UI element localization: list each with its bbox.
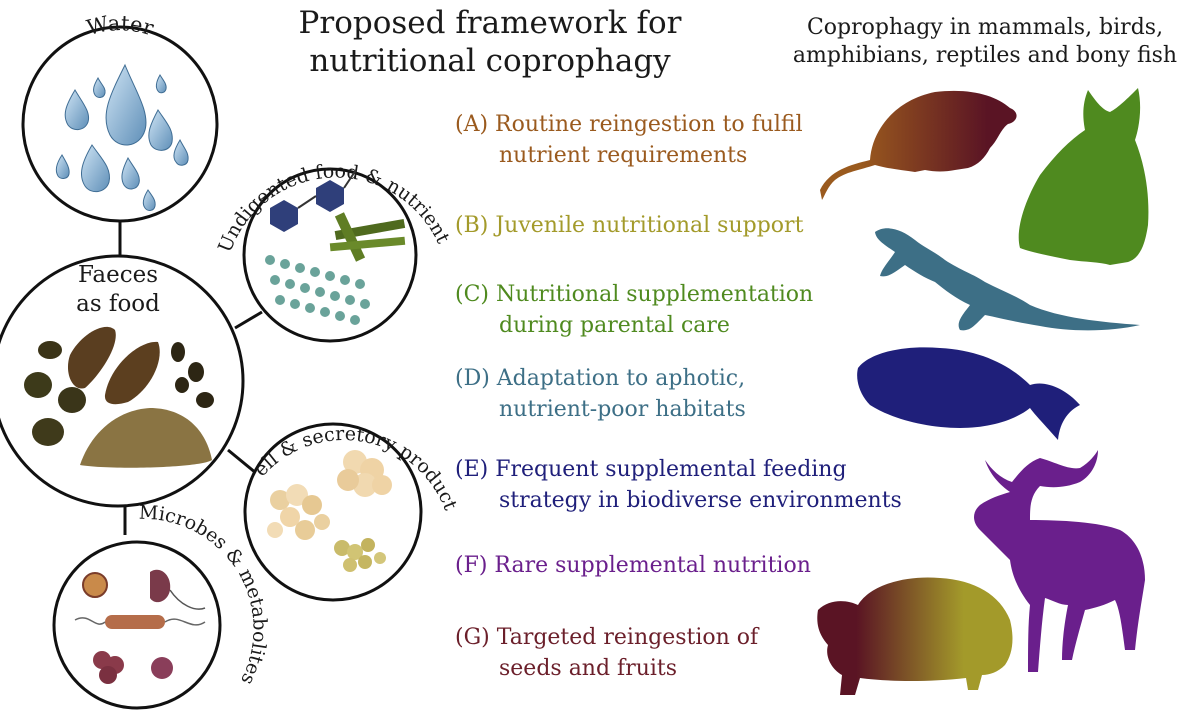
item-b-line-1: (B) Juvenile nutritional support [455,213,804,238]
fibre-sticks-icon [329,212,406,262]
framework-item-e: (E) Frequent supplemental feeding strate… [455,454,902,516]
item-c-line-2: during parental care [499,313,730,338]
subtitle-line-2: amphibians, reptiles and bony fish [792,43,1178,68]
item-a-line-2: nutrient requirements [499,143,748,168]
framework-item-d: (D) Adaptation to aphotic, nutrient-poor… [455,363,746,425]
item-c-line-1: (C) Nutritional supplementation [455,282,814,307]
faeces-label-line-1: Faeces [78,262,158,288]
faeces-pellets-icon [24,326,214,468]
fish-icon [857,347,1080,440]
item-g-line-2: seeds and fruits [499,656,678,681]
owl-icon [1018,88,1149,265]
framework-item-b: (B) Juvenile nutritional support [455,210,803,241]
faeces-circle: Faeces as food [0,254,245,508]
framework-item-c: (C) Nutritional supplementation during p… [455,279,813,341]
title-line-1: Proposed framework for [298,5,682,41]
faeces-label-line-2: as food [76,291,160,317]
framework-item-a: (A) Routine reingestion to fulfil nutrie… [455,109,803,171]
salamander-icon [875,228,1140,331]
moose-icon [974,450,1145,672]
figure-subtitle: Coprophagy in mammals, birds, amphibians… [770,14,1200,70]
molecule-icon [270,169,357,232]
figure-title: Proposed framework for nutritional copro… [280,4,700,80]
connector-line [234,310,263,330]
cellulose-chain-icon [265,255,370,325]
framework-item-g: (G) Targeted reingestion of seeds and fr… [455,622,758,684]
rat-icon [820,90,1017,200]
water-circle: Water [21,11,219,223]
framework-item-f: (F) Rare supplemental nutrition [455,550,811,581]
item-d-line-2: nutrient-poor habitats [499,397,746,422]
item-a-line-1: (A) Routine reingestion to fulfil [455,112,803,137]
microbes-icon [74,569,206,684]
item-f-line-1: (F) Rare supplemental nutrition [455,553,811,578]
item-d-line-1: (D) Adaptation to aphotic, [455,366,746,391]
title-line-2: nutritional coprophagy [309,43,671,79]
water-drops-icon [55,63,189,211]
item-e-line-2: strategy in biodiverse environments [499,488,902,513]
tortoise-icon [817,577,1013,695]
subtitle-line-1: Coprophagy in mammals, birds, [806,15,1164,40]
item-e-line-1: (E) Frequent supplemental feeding [455,457,847,482]
cell-clusters-icon [267,450,392,572]
item-g-line-1: (G) Targeted reingestion of [455,625,759,650]
